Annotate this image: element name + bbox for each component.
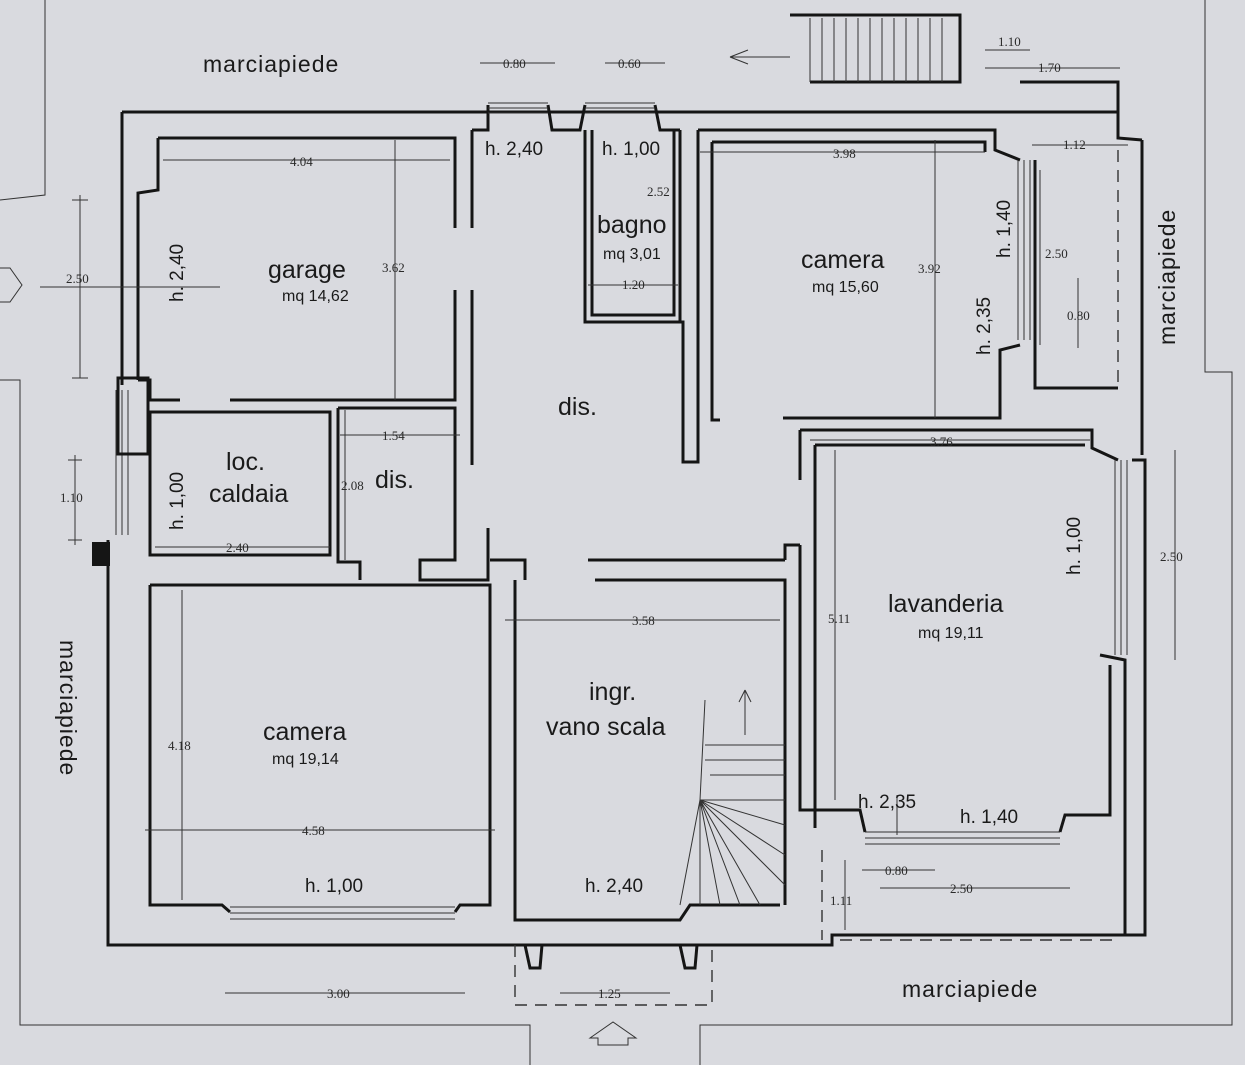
dim-208: 2.08	[341, 478, 364, 493]
outer-walls	[106, 80, 1147, 947]
dim-252: 2.52	[647, 184, 670, 199]
dim-418: 4.18	[168, 738, 191, 753]
dim-404: 4.04	[290, 154, 313, 169]
dim-240: 2.40	[226, 540, 249, 555]
room-dis-small: dis.	[375, 466, 414, 494]
dim-376: 3.76	[930, 434, 953, 449]
area-garage: mq 14,62	[282, 288, 349, 305]
dim-392: 3.92	[918, 261, 941, 276]
dim-250-right: 2.50	[1045, 246, 1068, 261]
dim-080-bottom: 0.80	[885, 863, 908, 878]
dim-080-top: 0.80	[503, 56, 526, 71]
dimension-lines	[40, 49, 1176, 994]
street-top: marciapiede	[203, 51, 339, 77]
dim-060-top: 0.60	[618, 56, 641, 71]
street-left: marciapiede	[55, 640, 81, 776]
dim-120: 1.20	[622, 277, 645, 292]
dimension-labels: 0.80 0.60 1.10 1.70 1.12 4.04 3.62 2.50 …	[60, 34, 1183, 1001]
area-camera-bottom: mq 19,14	[272, 751, 339, 768]
dim-300: 3.00	[327, 986, 350, 1001]
room-camera-top: camera	[801, 246, 884, 274]
height-camera-bottom: h. 1,00	[305, 876, 363, 897]
height-top-door: h. 2,40	[485, 139, 543, 160]
area-camera-top: mq 15,60	[812, 279, 879, 296]
dim-111: 1.11	[830, 893, 852, 908]
dim-250-bottom: 2.50	[950, 881, 973, 896]
room-dis-main: dis.	[558, 393, 597, 421]
dim-080-right: 0.80	[1067, 308, 1090, 323]
height-caldaia: h. 1,00	[167, 472, 188, 530]
dim-112: 1.12	[1063, 137, 1086, 152]
side-entrance-arrow-icon	[0, 267, 23, 303]
dim-110-top: 1.10	[998, 34, 1021, 49]
entrance-arrow-icon	[588, 1021, 638, 1046]
dim-154: 1.54	[382, 428, 405, 443]
room-garage: garage	[268, 256, 346, 284]
dim-110-left: 1.10	[60, 490, 83, 505]
height-camera-top-1: h. 1,40	[994, 200, 1015, 258]
height-lavanderia-3: h. 1,40	[960, 807, 1018, 828]
height-ingresso: h. 2,40	[585, 876, 643, 897]
room-lavanderia: lavanderia	[888, 590, 1003, 618]
dim-358: 3.58	[632, 613, 655, 628]
street-right: marciapiede	[1154, 209, 1180, 345]
room-ingresso-1: ingr.	[589, 678, 636, 706]
height-lavanderia-1: h. 1,00	[1064, 517, 1085, 575]
pillar	[116, 376, 150, 456]
height-garage: h. 2,40	[167, 244, 188, 302]
height-camera-top-2: h. 2,35	[974, 297, 995, 355]
windows	[92, 102, 1128, 920]
chimney	[92, 542, 110, 566]
room-loc-caldaia-2: caldaia	[209, 480, 288, 508]
room-ingresso-2: vano scala	[546, 713, 666, 741]
dim-125: 1.25	[598, 986, 621, 1001]
dim-250-lav: 2.50	[1160, 549, 1183, 564]
area-lavanderia: mq 19,11	[918, 625, 984, 642]
dim-398: 3.98	[833, 146, 856, 161]
internal-stairs	[679, 689, 786, 906]
dashed-lines	[514, 150, 1120, 1006]
dim-511: 5.11	[828, 611, 850, 626]
area-bagno: mq 3,01	[603, 246, 661, 263]
external-stairs	[729, 13, 962, 84]
height-lavanderia-2: h. 2,35	[858, 792, 916, 813]
room-camera-bottom: camera	[263, 718, 346, 746]
dim-458: 4.58	[302, 823, 325, 838]
room-loc-caldaia-1: loc.	[226, 448, 265, 476]
dim-250-left: 2.50	[66, 271, 89, 286]
room-bagno: bagno	[597, 211, 667, 239]
dim-362: 3.62	[382, 260, 405, 275]
height-bagno: h. 1,00	[602, 139, 660, 160]
street-bottom: marciapiede	[902, 976, 1038, 1002]
dim-170-top: 1.70	[1038, 60, 1061, 75]
